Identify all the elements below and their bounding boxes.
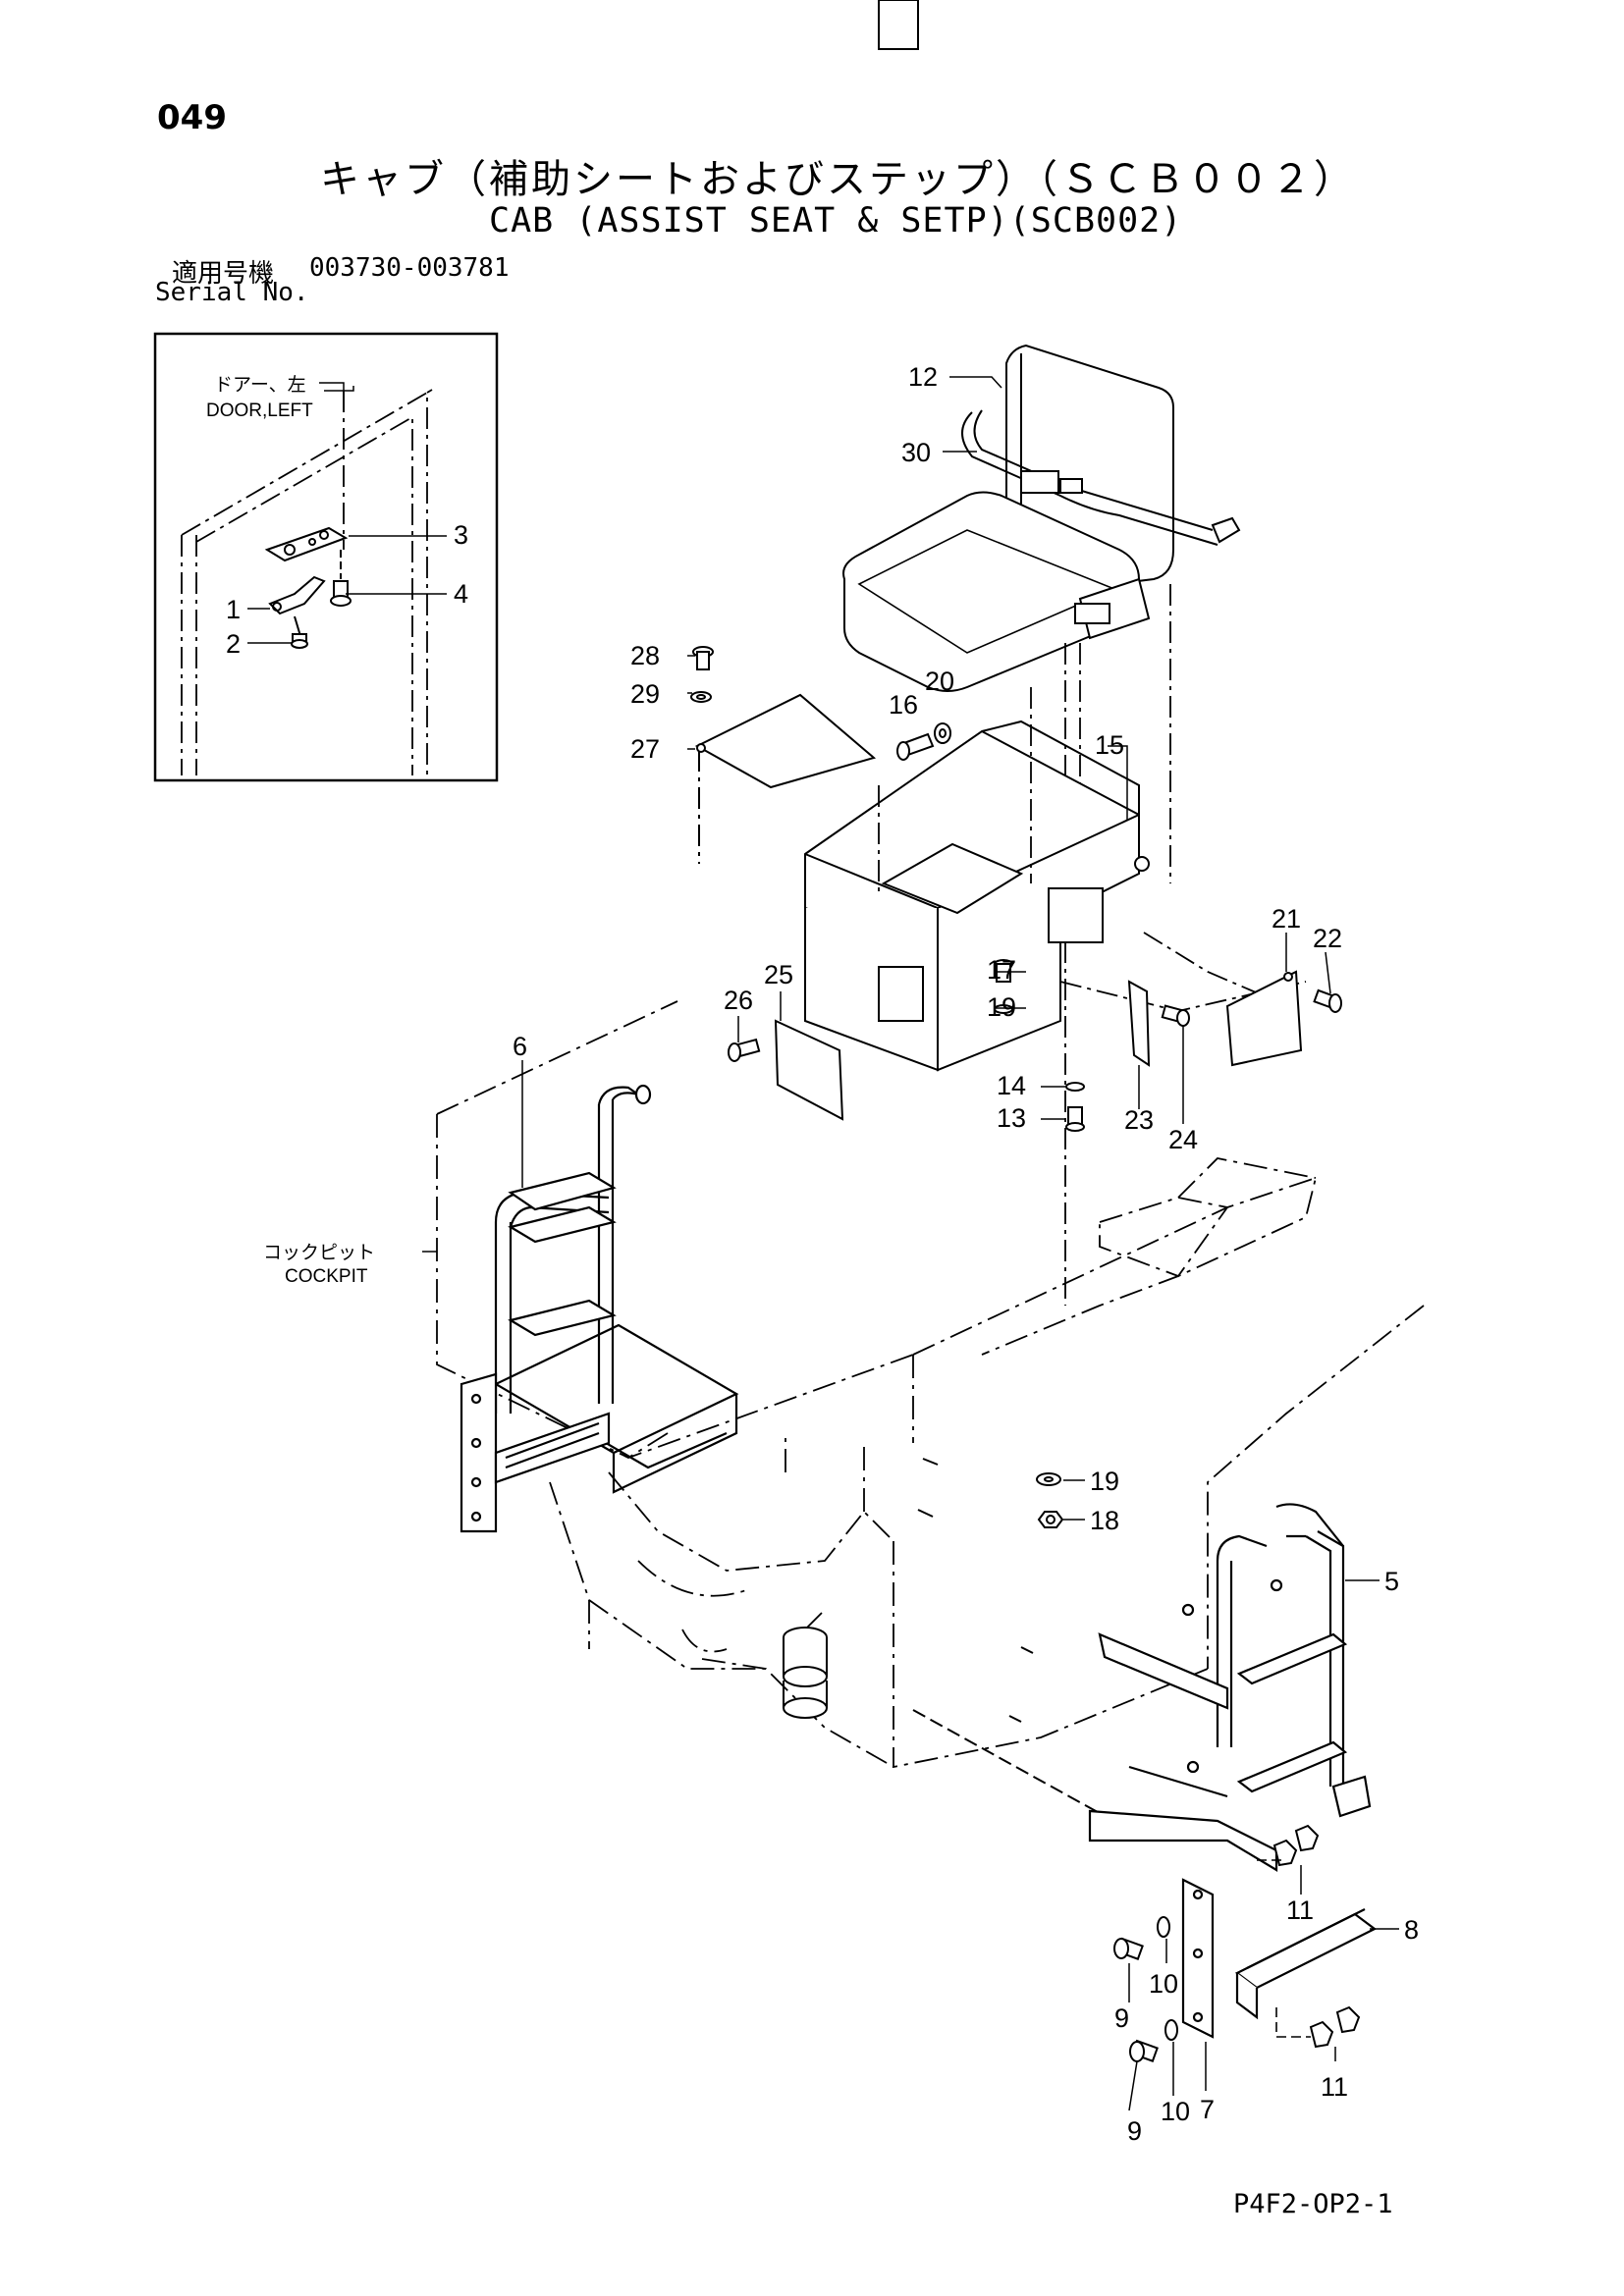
washer-20 [934, 722, 951, 744]
part-label-4: 4 [454, 579, 468, 609]
seat-belt-30 [961, 409, 1241, 546]
part-label-22: 22 [1313, 924, 1342, 953]
cover-plate-27 [694, 693, 877, 864]
seat-base-15 [804, 0, 1150, 1072]
bolt-17 [994, 959, 1013, 983]
cockpit-outline [436, 1000, 1425, 1769]
washer-29 [690, 691, 712, 703]
part-label-10a: 10 [1149, 1969, 1178, 1999]
part-label-19b: 19 [1090, 1467, 1119, 1496]
part-label-20: 20 [925, 667, 954, 696]
part-label-16: 16 [889, 690, 918, 720]
assist-seat-12 [842, 344, 1174, 692]
cockpit-studs [912, 1458, 1106, 1817]
door-screw-2 [291, 615, 308, 649]
bolt-26 [728, 1038, 761, 1062]
serial-range: 003730-003781 [309, 253, 510, 283]
part-label-15: 15 [1095, 730, 1124, 760]
inset-frame [153, 332, 499, 782]
part-label-18: 18 [1090, 1506, 1119, 1535]
bolt-16 [896, 732, 935, 761]
page-number: 049 [157, 98, 227, 137]
part-label-1: 1 [226, 595, 241, 624]
nuts-11-upper [1272, 1824, 1320, 1867]
part-label-5: 5 [1384, 1567, 1399, 1596]
serial-label-english: Serial No. [155, 278, 309, 307]
door-bracket-3 [264, 526, 349, 562]
part-label-13: 13 [997, 1103, 1026, 1133]
part-label-11b: 11 [1321, 2072, 1348, 2102]
part-label-28: 28 [630, 641, 660, 670]
part-label-23: 23 [1124, 1105, 1154, 1135]
door-left-label-ja: ドアー、左 [214, 374, 306, 396]
bolt-9-upper [1113, 1937, 1144, 1960]
hardware-guide-lines [1257, 1859, 1311, 2038]
bolt-22 [1313, 988, 1342, 1013]
side-cover-21 [1225, 970, 1303, 1067]
part-label-19a: 19 [987, 992, 1016, 1022]
step-8 [1234, 1908, 1378, 2020]
part-label-8: 8 [1404, 1915, 1419, 1945]
door-left-label-en: DOOR,LEFT [206, 400, 313, 421]
bolt-13 [1065, 1106, 1085, 1132]
part-label-3: 3 [454, 520, 468, 550]
footer-code: P4F2-OP2-1 [1233, 2189, 1393, 2219]
step-ladder-6 [460, 1084, 739, 1533]
bracket-7 [1181, 1878, 1215, 2039]
part-label-24: 24 [1168, 1125, 1198, 1154]
callout-labels: ドアー、左 DOOR,LEFT コックピット COCKPIT [206, 374, 375, 1287]
title-japanese: キャブ（補助シートおよびステップ）（ＳＣＢ００２） [320, 157, 1356, 202]
washer-14 [1065, 1082, 1085, 1092]
washer-19-lower [1036, 1472, 1061, 1486]
part-label-26: 26 [724, 986, 753, 1015]
nuts-11-lower [1309, 2005, 1361, 2049]
part-label-7: 7 [1200, 2095, 1215, 2124]
part-label-29: 29 [630, 679, 660, 709]
washer-19-upper [994, 1004, 1013, 1014]
title-english: CAB (ASSIST SEAT & SETP)(SCB002) [489, 201, 1183, 240]
part-label-11a: 11 [1286, 1896, 1314, 1925]
door-bolt-4 [330, 550, 352, 607]
washer-10-upper [1157, 1916, 1170, 1938]
seat-guide-lines [1064, 584, 1171, 1306]
side-cover-25 [774, 1019, 844, 1121]
cockpit-pivot-pins [783, 1627, 828, 1719]
part-label-10b: 10 [1161, 2097, 1190, 2126]
door-outline [181, 389, 433, 775]
cockpit-label-en: COCKPIT [285, 1266, 368, 1287]
part-label-6: 6 [513, 1032, 527, 1061]
part-label-2: 2 [226, 629, 241, 659]
step-ladder-5 [1088, 1503, 1372, 1872]
part-label-25: 25 [764, 960, 793, 989]
part-label-9b: 9 [1127, 2116, 1142, 2146]
part-label-27: 27 [630, 734, 660, 764]
part-label-21: 21 [1272, 904, 1301, 934]
bracket-23 [1127, 980, 1151, 1067]
part-label-12: 12 [908, 362, 938, 392]
part-label-17: 17 [987, 955, 1016, 985]
part-label-9a: 9 [1114, 2003, 1129, 2033]
door-catch-1 [268, 575, 326, 615]
part-label-14: 14 [997, 1071, 1026, 1100]
nut-18 [1037, 1511, 1064, 1528]
inset-door-left [153, 332, 499, 782]
bolt-9-lower [1129, 2039, 1159, 2062]
washer-10-lower [1164, 2019, 1178, 2041]
part-label-30: 30 [901, 438, 931, 467]
serial-label-japanese: 適用号機 [172, 259, 275, 289]
part-number-labels: 1 2 3 4 5 6 7 8 9 9 10 10 11 11 12 13 14… [226, 362, 1419, 2146]
leader-lines [319, 376, 1399, 2111]
cockpit-label-ja: コックピット [263, 1242, 375, 1263]
screw-28 [692, 646, 714, 670]
